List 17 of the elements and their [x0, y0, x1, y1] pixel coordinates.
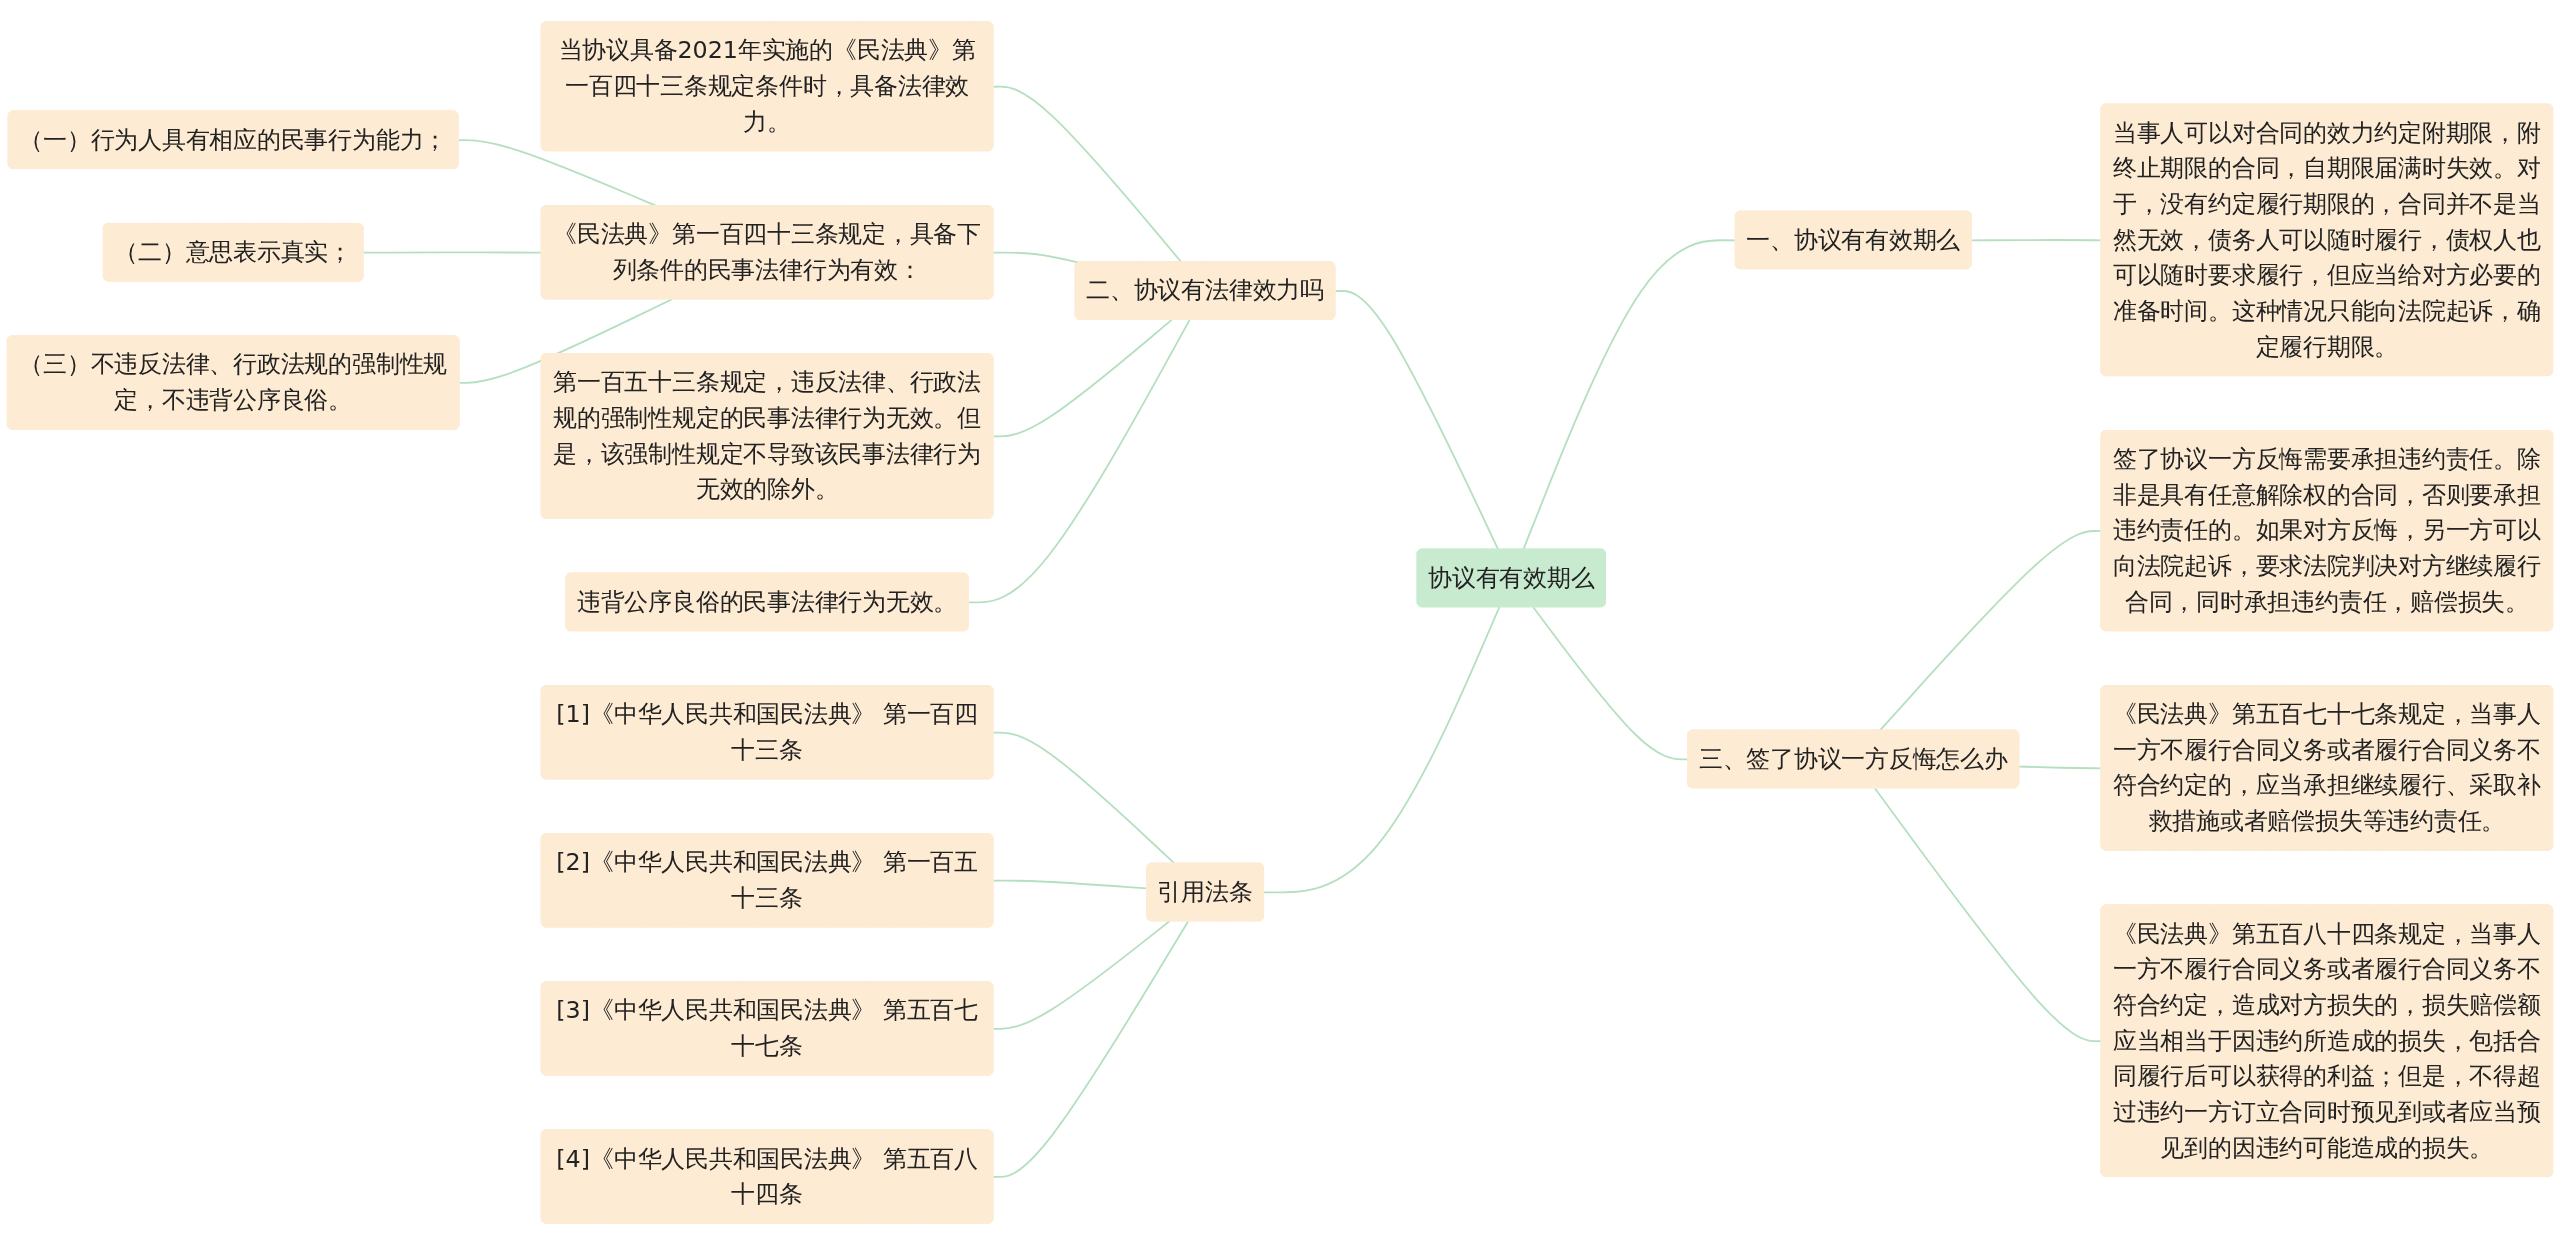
connector [992, 879, 1148, 890]
connector [1263, 606, 1501, 894]
connector [458, 298, 673, 384]
connector [1970, 239, 2103, 242]
connector [992, 85, 1183, 264]
connector [992, 920, 1171, 1030]
connector [992, 731, 1176, 865]
connector [1878, 530, 2103, 732]
connector [1334, 290, 1500, 551]
connector [1522, 239, 1737, 551]
connector [2018, 765, 2103, 770]
connector [362, 251, 543, 254]
connector [992, 318, 1173, 438]
connector [992, 920, 1190, 1178]
connector [1873, 787, 2103, 1043]
connector [967, 318, 1191, 604]
connector [992, 251, 1080, 264]
